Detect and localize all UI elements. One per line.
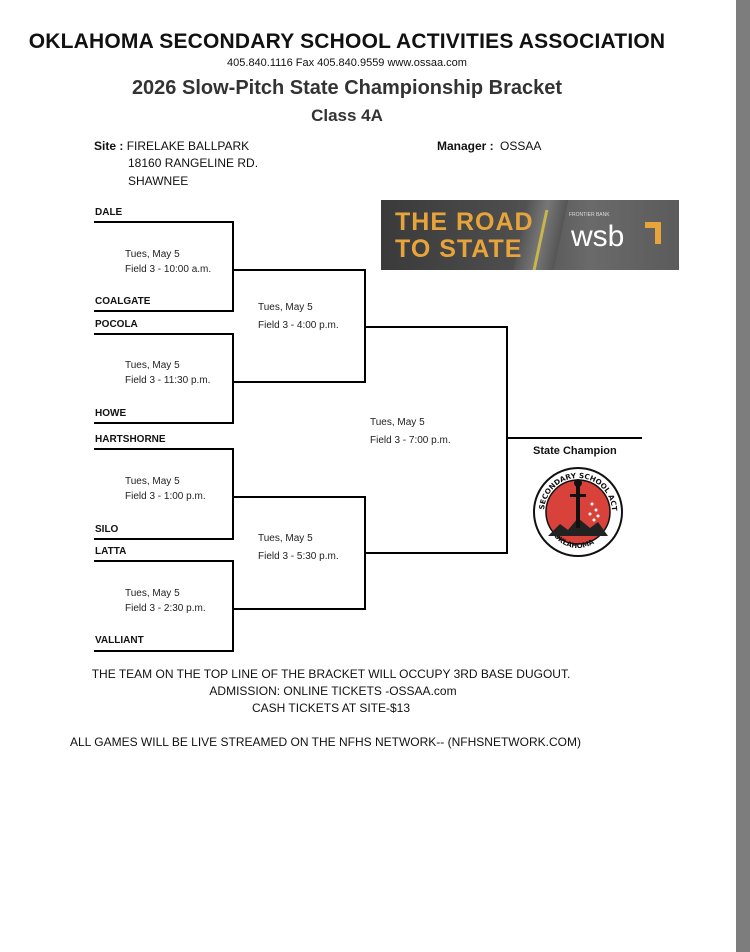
dugout-note: THE TEAM ON THE TOP LINE OF THE BRACKET …: [91, 667, 571, 681]
winner-line: [232, 496, 366, 498]
team-name: HOWE: [95, 408, 127, 419]
team-line: [94, 650, 234, 652]
manager-value: OSSAA: [500, 139, 542, 153]
banner-line2: TO STATE: [395, 235, 523, 263]
champion-line: [506, 437, 642, 439]
bracket-connector: [232, 333, 234, 424]
team-name: DALE: [95, 207, 123, 218]
bracket-connector: [506, 326, 508, 554]
team-line: [94, 422, 234, 424]
team-name: VALLIANT: [95, 635, 144, 646]
team-line: [94, 538, 234, 540]
team-name: COALGATE: [95, 296, 151, 307]
team-name: LATTA: [95, 546, 127, 557]
state-champion-label: State Champion: [533, 445, 617, 457]
bracket-connector: [232, 221, 234, 312]
admission-online: ADMISSION: ONLINE TICKETS -OSSAA.com: [209, 684, 457, 698]
team-name: HARTSHORNE: [95, 434, 166, 445]
ossaa-seal-icon: SECONDARY SCHOOL ACTIVITIES ASSOCIATION …: [532, 466, 623, 557]
manager-label: Manager :: [437, 139, 494, 153]
team-name: POCOLA: [95, 319, 138, 330]
winner-line: [364, 552, 508, 554]
site-address: 18160 RANGELINE RD.: [128, 156, 259, 170]
team-name: SILO: [95, 524, 119, 535]
wsb-logo-icon: [645, 222, 661, 244]
site-label: Site : FIRELAKE BALLPARK: [94, 139, 250, 153]
winner-line: [232, 381, 366, 383]
site-city: SHAWNEE: [128, 174, 189, 188]
wsb-logo: wsb: [571, 220, 625, 253]
winner-line: [232, 269, 366, 271]
stream-note: ALL GAMES WILL BE LIVE STREAMED ON THE N…: [70, 735, 581, 749]
contact-info: 405.840.1116 Fax 405.840.9559 www.ossaa.…: [227, 57, 467, 69]
right-edge-bar: [736, 0, 750, 952]
page-title: 2026 Slow-Pitch State Championship Brack…: [131, 77, 563, 99]
team-line: [94, 448, 234, 450]
bracket-connector: [232, 448, 234, 540]
team-line: [94, 560, 234, 562]
class-label: Class 4A: [311, 106, 383, 125]
road-to-state-banner: THE ROAD TO STATE FRONTIER BANK wsb: [381, 200, 679, 270]
team-line: [94, 221, 234, 223]
admission-cash: CASH TICKETS AT SITE-$13: [251, 701, 411, 715]
banner-small-text: FRONTIER BANK: [569, 212, 610, 218]
winner-line: [364, 326, 508, 328]
winner-line: [232, 608, 366, 610]
team-line: [94, 333, 234, 335]
team-line: [94, 310, 234, 312]
banner-line1: THE ROAD: [395, 208, 534, 236]
org-name: OKLAHOMA SECONDARY SCHOOL ACTIVITIES ASS…: [28, 30, 666, 53]
bracket-connector: [232, 560, 234, 652]
